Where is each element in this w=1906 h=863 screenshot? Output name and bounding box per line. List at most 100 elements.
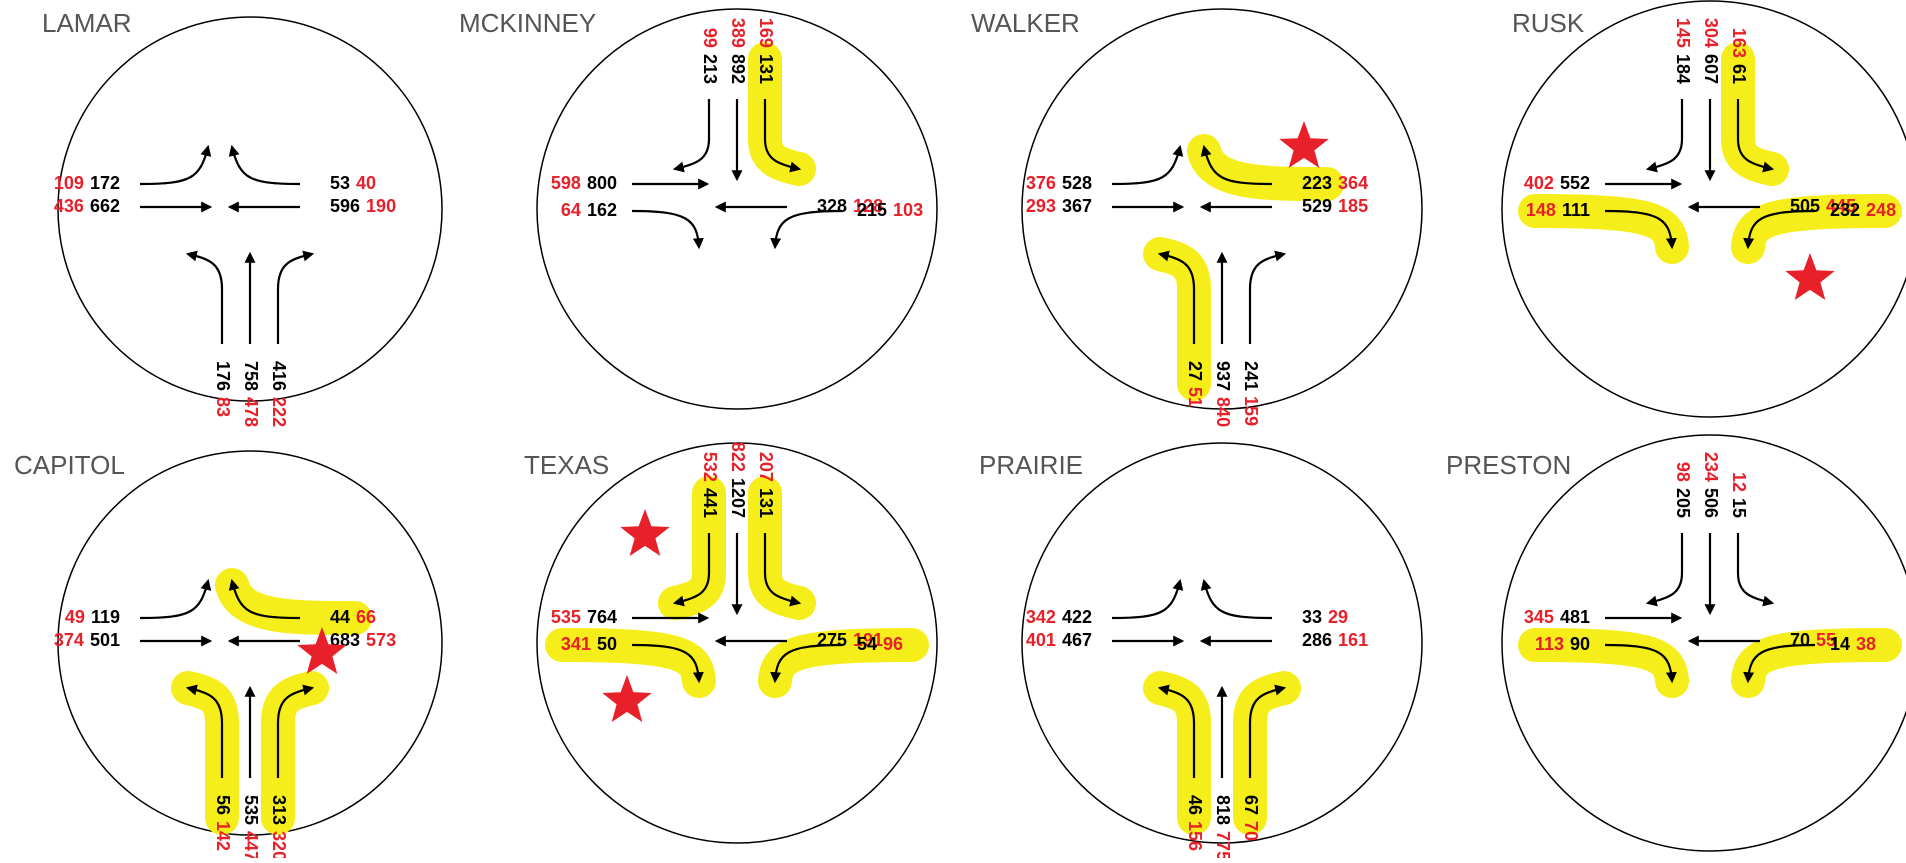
volume-label-nb_r: 6770 [1241, 795, 1261, 841]
volume-before: 53 [330, 173, 350, 193]
intersection-circle [536, 8, 938, 410]
movement-arrow-nb_r [276, 250, 315, 344]
movement-arrow-nb_r [1248, 684, 1287, 778]
volume-after: 113 [1535, 634, 1564, 654]
volume-after: 320 [269, 831, 289, 858]
movement-arrow-nb_l [1157, 250, 1196, 344]
movement-arrow-ew_l [1111, 578, 1184, 620]
volume-after: 99 [700, 28, 720, 48]
intersection-title: LAMAR [42, 8, 132, 38]
volume-label-wb_t: 275 191 [817, 630, 883, 650]
volume-before: 241 [1241, 361, 1261, 391]
intersection-title: PRAIRIE [979, 450, 1083, 480]
volume-label-nb_r: 241159 [1241, 361, 1261, 426]
volume-before: 119 [91, 607, 120, 627]
movement-arrow-wb_l [228, 144, 301, 186]
volume-after: 159 [1241, 396, 1261, 426]
volume-after: 207 [756, 452, 776, 482]
movement-arrow-eb_r [631, 643, 704, 684]
volume-before: 662 [90, 196, 120, 216]
volume-after: 598 [551, 173, 581, 193]
volume-before: 501 [90, 630, 120, 650]
volume-before: 70 [1790, 630, 1810, 650]
volume-label-nb_l: 17683 [213, 361, 233, 417]
intersection-circle [57, 450, 443, 836]
movement-arrow-sb_r [1645, 99, 1684, 173]
intersection-title: CAPITOL [14, 450, 125, 480]
movement-arrow-wb_r [770, 209, 843, 250]
star-icon [620, 509, 670, 556]
volume-after: 163 [1729, 28, 1749, 58]
volume-before: 232 [1830, 200, 1860, 220]
star-icon [1785, 253, 1835, 300]
movement-arrow-wb_r [1743, 643, 1816, 684]
volume-after: 156 [1185, 821, 1205, 851]
volume-before: 441 [700, 488, 720, 518]
volume-label-sb_r: 98205 [1673, 462, 1693, 518]
volume-label-nb_r: 416222 [269, 361, 289, 427]
volume-after: 342 [1026, 607, 1056, 627]
volume-after: 304 [1701, 18, 1721, 48]
movement-arrow-nb_l [185, 250, 224, 344]
volume-after: 66 [356, 607, 376, 627]
volume-label-nb_r: 313320 [269, 795, 289, 858]
volume-label-wb_t: 70 55 [1790, 630, 1836, 650]
volume-before: 90 [1570, 634, 1590, 654]
volume-before: 764 [587, 607, 617, 627]
volume-before: 1207 [728, 478, 748, 518]
volume-after: 293 [1026, 196, 1056, 216]
volume-after: 573 [366, 630, 396, 650]
volume-before: 596 [330, 196, 360, 216]
volume-after: 436 [54, 196, 84, 216]
volume-after: 128 [853, 196, 883, 216]
movement-arrow-wb_r [1743, 209, 1816, 250]
movement-arrow-sb_l [1736, 99, 1775, 173]
volume-after: 29 [1328, 607, 1348, 627]
volume-label-sb_r: 99213 [700, 28, 720, 84]
volume-after: 191 [853, 630, 883, 650]
volume-before: 528 [1062, 173, 1092, 193]
volume-after: 234 [1701, 452, 1721, 482]
volume-after: 840 [1213, 397, 1233, 427]
volume-after: 775 [1213, 831, 1233, 858]
volume-before: 506 [1701, 488, 1721, 518]
movement-arrow-sb_r [1645, 533, 1684, 607]
volume-before: 818 [1213, 795, 1233, 825]
volume-after: 341 [561, 634, 591, 654]
volume-after: 70 [1241, 821, 1261, 841]
volume-before: 50 [597, 634, 617, 654]
volume-before: 54 [857, 634, 877, 654]
volume-before: 14 [1830, 634, 1850, 654]
volume-after: 55 [1816, 630, 1836, 650]
intersection-circle [1501, 0, 1906, 418]
volume-after: 478 [241, 397, 261, 427]
volume-after: 145 [1673, 18, 1693, 48]
volume-after: 169 [756, 18, 776, 48]
movement-arrow-wb_r [770, 643, 843, 684]
volume-after: 401 [1026, 630, 1056, 650]
volume-after: 535 [551, 607, 581, 627]
volume-before: 176 [213, 361, 233, 391]
movement-arrow-sb_l [763, 533, 802, 607]
volume-label-eb_t: 535 764 [551, 607, 617, 627]
volume-before: 275 [817, 630, 847, 650]
volume-label-nb_l: 46156 [1185, 795, 1205, 851]
